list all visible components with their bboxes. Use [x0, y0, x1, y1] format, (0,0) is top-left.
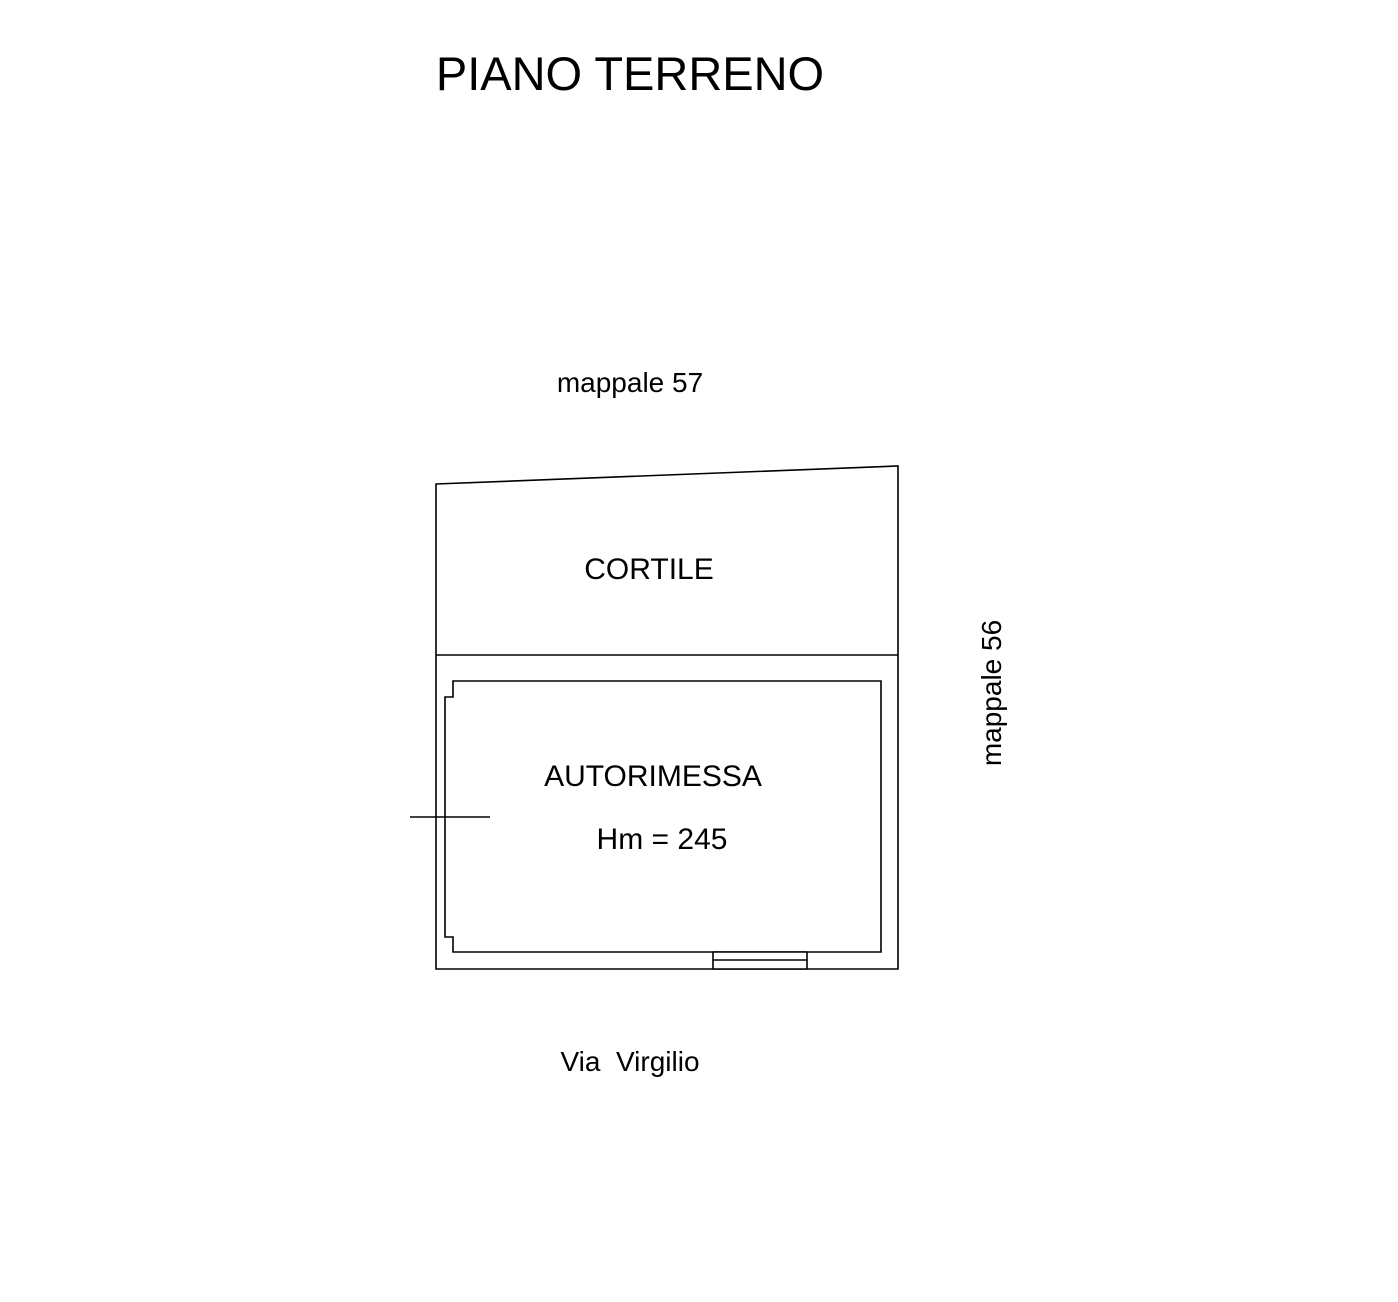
garage-bottom-opening — [712, 951, 808, 970]
street-label: Via Virgilio — [560, 1046, 699, 1077]
courtyard-label: CORTILE — [584, 553, 713, 586]
plan-title: PIANO TERRENO — [436, 47, 824, 100]
lot-outline — [435, 465, 899, 970]
north-neighbor-label: mappale 57 — [557, 367, 703, 398]
east-neighbor-label: mappale 56 — [976, 620, 1007, 766]
garage-inner-wall — [444, 680, 882, 953]
garage-height-label: Hm = 245 — [597, 823, 728, 856]
garage-label: AUTORIMESSA — [544, 760, 762, 793]
